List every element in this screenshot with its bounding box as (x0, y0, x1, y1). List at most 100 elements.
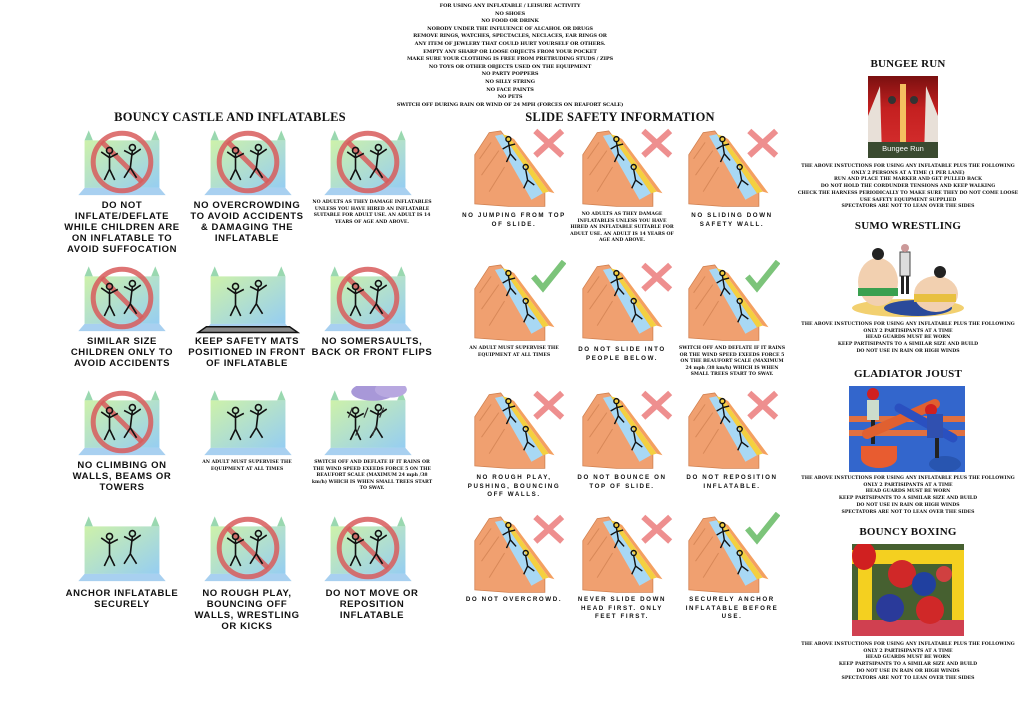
slide-graphic (474, 392, 555, 469)
stick-figures (346, 279, 388, 317)
rain-cloud-icon (324, 386, 412, 456)
slide-rule-caption: SECURELY ANCHOR INFLATABLE BEFORE USE. (685, 596, 779, 621)
no-sign-icon (324, 266, 412, 332)
stick-figure (610, 521, 643, 575)
slide-graphic (474, 516, 555, 593)
no-sign-icon (204, 516, 292, 582)
no-sign-icon (78, 390, 166, 456)
slide-rule-tile (684, 260, 780, 342)
stick-figures (226, 403, 268, 441)
cross-icon (533, 390, 565, 420)
rule-line: FOR USING ANY INFLATABLE / LEISURE ACTIV… (439, 3, 581, 9)
activity-line: KEEP PARTSIPANTS TO A SIMILAR SIZE AND B… (838, 496, 978, 502)
stick-figures (346, 529, 388, 567)
bouncy-rule-caption: DO NOT INFLATE/DEFLATE WHILE CHILDREN AR… (64, 200, 180, 255)
bouncy-rule-tile (70, 386, 174, 458)
stick-figure (716, 397, 749, 451)
rule-line: SWITCH OFF DURING RAIN OR WIND OF 24 MPH… (396, 101, 624, 108)
castle-graphic (78, 516, 166, 582)
stick-figure (610, 135, 643, 189)
rule-line: ANY ITEM OF JEWLERY THAT COULD HURT YOUR… (414, 40, 606, 47)
bouncy-rule-caption: KEEP SAFETY MATS POSITIONED IN FRONT OF … (188, 336, 306, 369)
bouncy-rule-tile (196, 386, 300, 458)
rule-line: EMPTY ANY SHARP OR LOOSE OBJECTS FROM YO… (423, 48, 597, 55)
slide-rule-caption: DO NOT SLIDE INTO PEOPLE BELOW. (578, 346, 666, 362)
activity-line: DO NOT USE IN RAIN OR HIGH WINDS (856, 502, 960, 508)
no-sign-icon (78, 130, 166, 196)
stick-figure (502, 269, 535, 323)
slide-rule-caption: SWITCH OFF AND DEFLATE IF IT RAINS OR TH… (678, 346, 786, 378)
slide-rule-tile (578, 388, 674, 470)
activity-line: USE SAFETY EQUIPMENT SUPPLIED (859, 197, 957, 203)
cross-icon (533, 128, 565, 158)
cross-icon (533, 514, 565, 544)
stick-figure (716, 135, 749, 189)
stick-figures (226, 529, 268, 567)
slide-rule-caption: DO NOT OVERCROWD. (465, 596, 563, 603)
activity-line: KEEP PARTSIPANTS TO A SIMILAR SIZE AND B… (838, 662, 978, 668)
bouncy-rule-caption: NO CLIMBING ON WALLS, BEAMS OR TOWERS (72, 460, 172, 493)
slide-rule-caption: NEVER SLIDE DOWN HEAD FIRST. ONLY FEET F… (577, 596, 667, 621)
slide-graphic (688, 392, 769, 469)
rule-line: MAKE SURE YOUR CLOTHING IS FREE FROM PRE… (406, 56, 613, 63)
rule-line: NO TOYS OR OTHER OBJECTS USED ON THE EQU… (428, 63, 592, 70)
slide-rule-tile (470, 512, 566, 594)
check-icon (531, 260, 566, 293)
slide-rule-tile (470, 260, 566, 342)
bungee-run-photo: Bungee Run (868, 76, 938, 158)
activity-line: ONLY 2 PERSONS AT A TIME (1 PER LANE) (851, 170, 965, 176)
slide-graphic (474, 264, 555, 341)
rule-line: REMOVE RINGS, WATCHES, SPECTACLES, NECLA… (413, 33, 607, 40)
slide-rule-caption: NO ROUGH PLAY, PUSHING, BOUNCING OFF WAL… (467, 474, 561, 499)
slide-section-title: SLIDE SAFETY INFORMATION (525, 110, 715, 124)
bouncy-rule-caption: NO SOMERSAULTS, BACK OR FRONT FLIPS (311, 336, 433, 358)
no-sign-icon (204, 130, 292, 196)
activity-line: ONLY 2 PARTISIPANTS AT A TIME (863, 328, 953, 334)
activity-line: DO NOT USE IN RAIN OR HIGH WINDS (856, 668, 960, 674)
no-sign-icon (324, 516, 412, 582)
bouncy-rule-tile (70, 512, 174, 584)
bouncy-rule-tile (70, 126, 174, 198)
rule-line: NO PETS (497, 94, 523, 101)
slide-rule-tile (470, 126, 566, 208)
gladiator-illustration (849, 386, 965, 472)
slide-rule-tile (578, 126, 674, 208)
slide-graphic (582, 130, 663, 207)
cross-icon (747, 128, 779, 158)
bouncy-rule-caption: ANCHOR INFLATABLE SECURELY (65, 588, 179, 610)
bouncy-rule-caption: SIMILAR SIZE CHILDREN ONLY TO AVOID ACCI… (70, 336, 174, 369)
anchor-icon (78, 516, 166, 582)
activity-line: THE ABOVE INSTUCTIONS FOR USING ANY INFL… (801, 642, 1015, 647)
slide-graphic (688, 130, 769, 207)
rule-line: NO FACE PAINTS (486, 86, 534, 93)
slide-rule-tile (470, 388, 566, 470)
slide-rule-caption: DO NOT BOUNCE ON TOP OF SLIDE. (577, 474, 667, 490)
activity-title-gladiator: GLADIATOR JOUST (853, 368, 963, 380)
bouncy-section-title: BOUNCY CASTLE AND INFLATABLES (114, 110, 346, 124)
bouncy-rule-tile (316, 126, 420, 198)
bouncy-rule-tile (196, 262, 300, 334)
slide-rule-tile (684, 388, 780, 470)
slide-rule-tile (578, 512, 674, 594)
bouncy-rule-tile (196, 126, 300, 198)
rain-cloud-icon (347, 386, 407, 436)
slide-rule-caption: NO ADULTS AS THEY DAMAGE INFLATABLES UNL… (570, 212, 674, 244)
bouncy-boxing-photo (852, 544, 964, 636)
activity-line: ONLY 2 PARTISIPANTS AT A TIME (863, 648, 953, 654)
slide-rule-caption: NO JUMPING FROM TOP OF SLIDE. (462, 212, 566, 228)
sumo-wrestling-photo (848, 236, 964, 318)
activity-line: HEAD GUARDS MUST BE WORN (865, 655, 951, 661)
stick-figures (100, 279, 142, 317)
rule-line: NO PARTY POPPERS (481, 71, 539, 78)
stick-figure (502, 397, 535, 451)
activities-column: BUNGEE RUN Bungee Run THE ABOVE INSTUCTI… (792, 0, 1024, 706)
stick-figure (502, 135, 535, 189)
bouncy-rule-caption: AN ADULT MUST SUPERVISE THE EQUIPMENT AT… (202, 460, 292, 472)
activity-line: HEAD GUARDS MUST BE WORN (865, 335, 951, 341)
bouncy-rule-tile (316, 386, 420, 458)
slide-graphic (582, 392, 663, 469)
activity-text-boxing: THE ABOVE INSTUCTIONS FOR USING ANY INFL… (792, 642, 1024, 682)
activity-line: THE ABOVE INSTUCTIONS FOR USING ANY INFL… (801, 322, 1015, 327)
bungee-photo-label: Bungee Run (882, 144, 924, 153)
castle-graphic (204, 266, 292, 332)
